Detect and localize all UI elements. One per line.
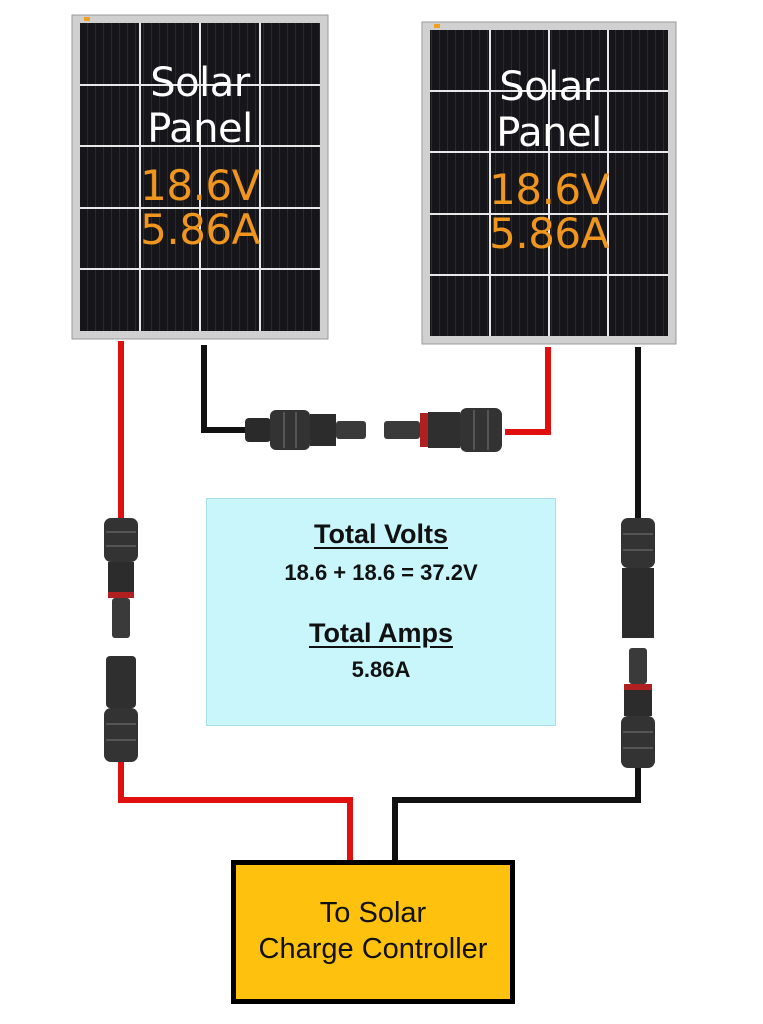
total-amps-value: 5.86A	[351, 657, 411, 682]
right-negative-wire-lower	[392, 765, 641, 862]
panel-left-current: 5.86A	[140, 205, 260, 254]
solar-panel-right	[421, 21, 677, 345]
series-positive-wire	[505, 347, 551, 435]
total-amps-heading: Total Amps	[308, 618, 453, 648]
charge-controller-box: To Solar Charge Controller	[231, 860, 515, 1004]
mc4-connector-female	[384, 408, 502, 452]
mc4-connector-left-lower	[104, 656, 138, 762]
controller-line1: To Solar	[319, 897, 427, 929]
panel-left-label: Solar Panel 18.6V 5.86A	[80, 60, 320, 252]
mc4-connector-right-lower	[621, 648, 655, 768]
panel-right-title-line2: Panel	[496, 110, 602, 156]
panel-right-title-line1: Solar	[499, 64, 599, 110]
panel-left-title-line1: Solar	[150, 60, 250, 106]
series-negative-wire	[201, 345, 248, 433]
panel-right-label: Solar Panel 18.6V 5.86A	[430, 64, 668, 256]
left-positive-wire-lower	[118, 760, 353, 862]
panel-left-voltage: 18.6V	[140, 161, 260, 210]
panel-right-voltage: 18.6V	[489, 165, 609, 214]
solar-panel-left	[71, 14, 329, 340]
mc4-connector-male	[245, 410, 366, 450]
totals-box: Total Volts 18.6 + 18.6 = 37.2V Total Am…	[206, 498, 556, 726]
total-volts-value: 18.6 + 18.6 = 37.2V	[284, 560, 478, 585]
mc4-connector-right-upper	[621, 518, 655, 638]
panel-right-current: 5.86A	[489, 209, 609, 258]
panel-left-title-line2: Panel	[147, 106, 253, 152]
mc4-connector-left-upper	[104, 518, 138, 638]
total-volts-heading: Total Volts	[314, 519, 448, 549]
controller-line2: Charge Controller	[258, 933, 488, 965]
